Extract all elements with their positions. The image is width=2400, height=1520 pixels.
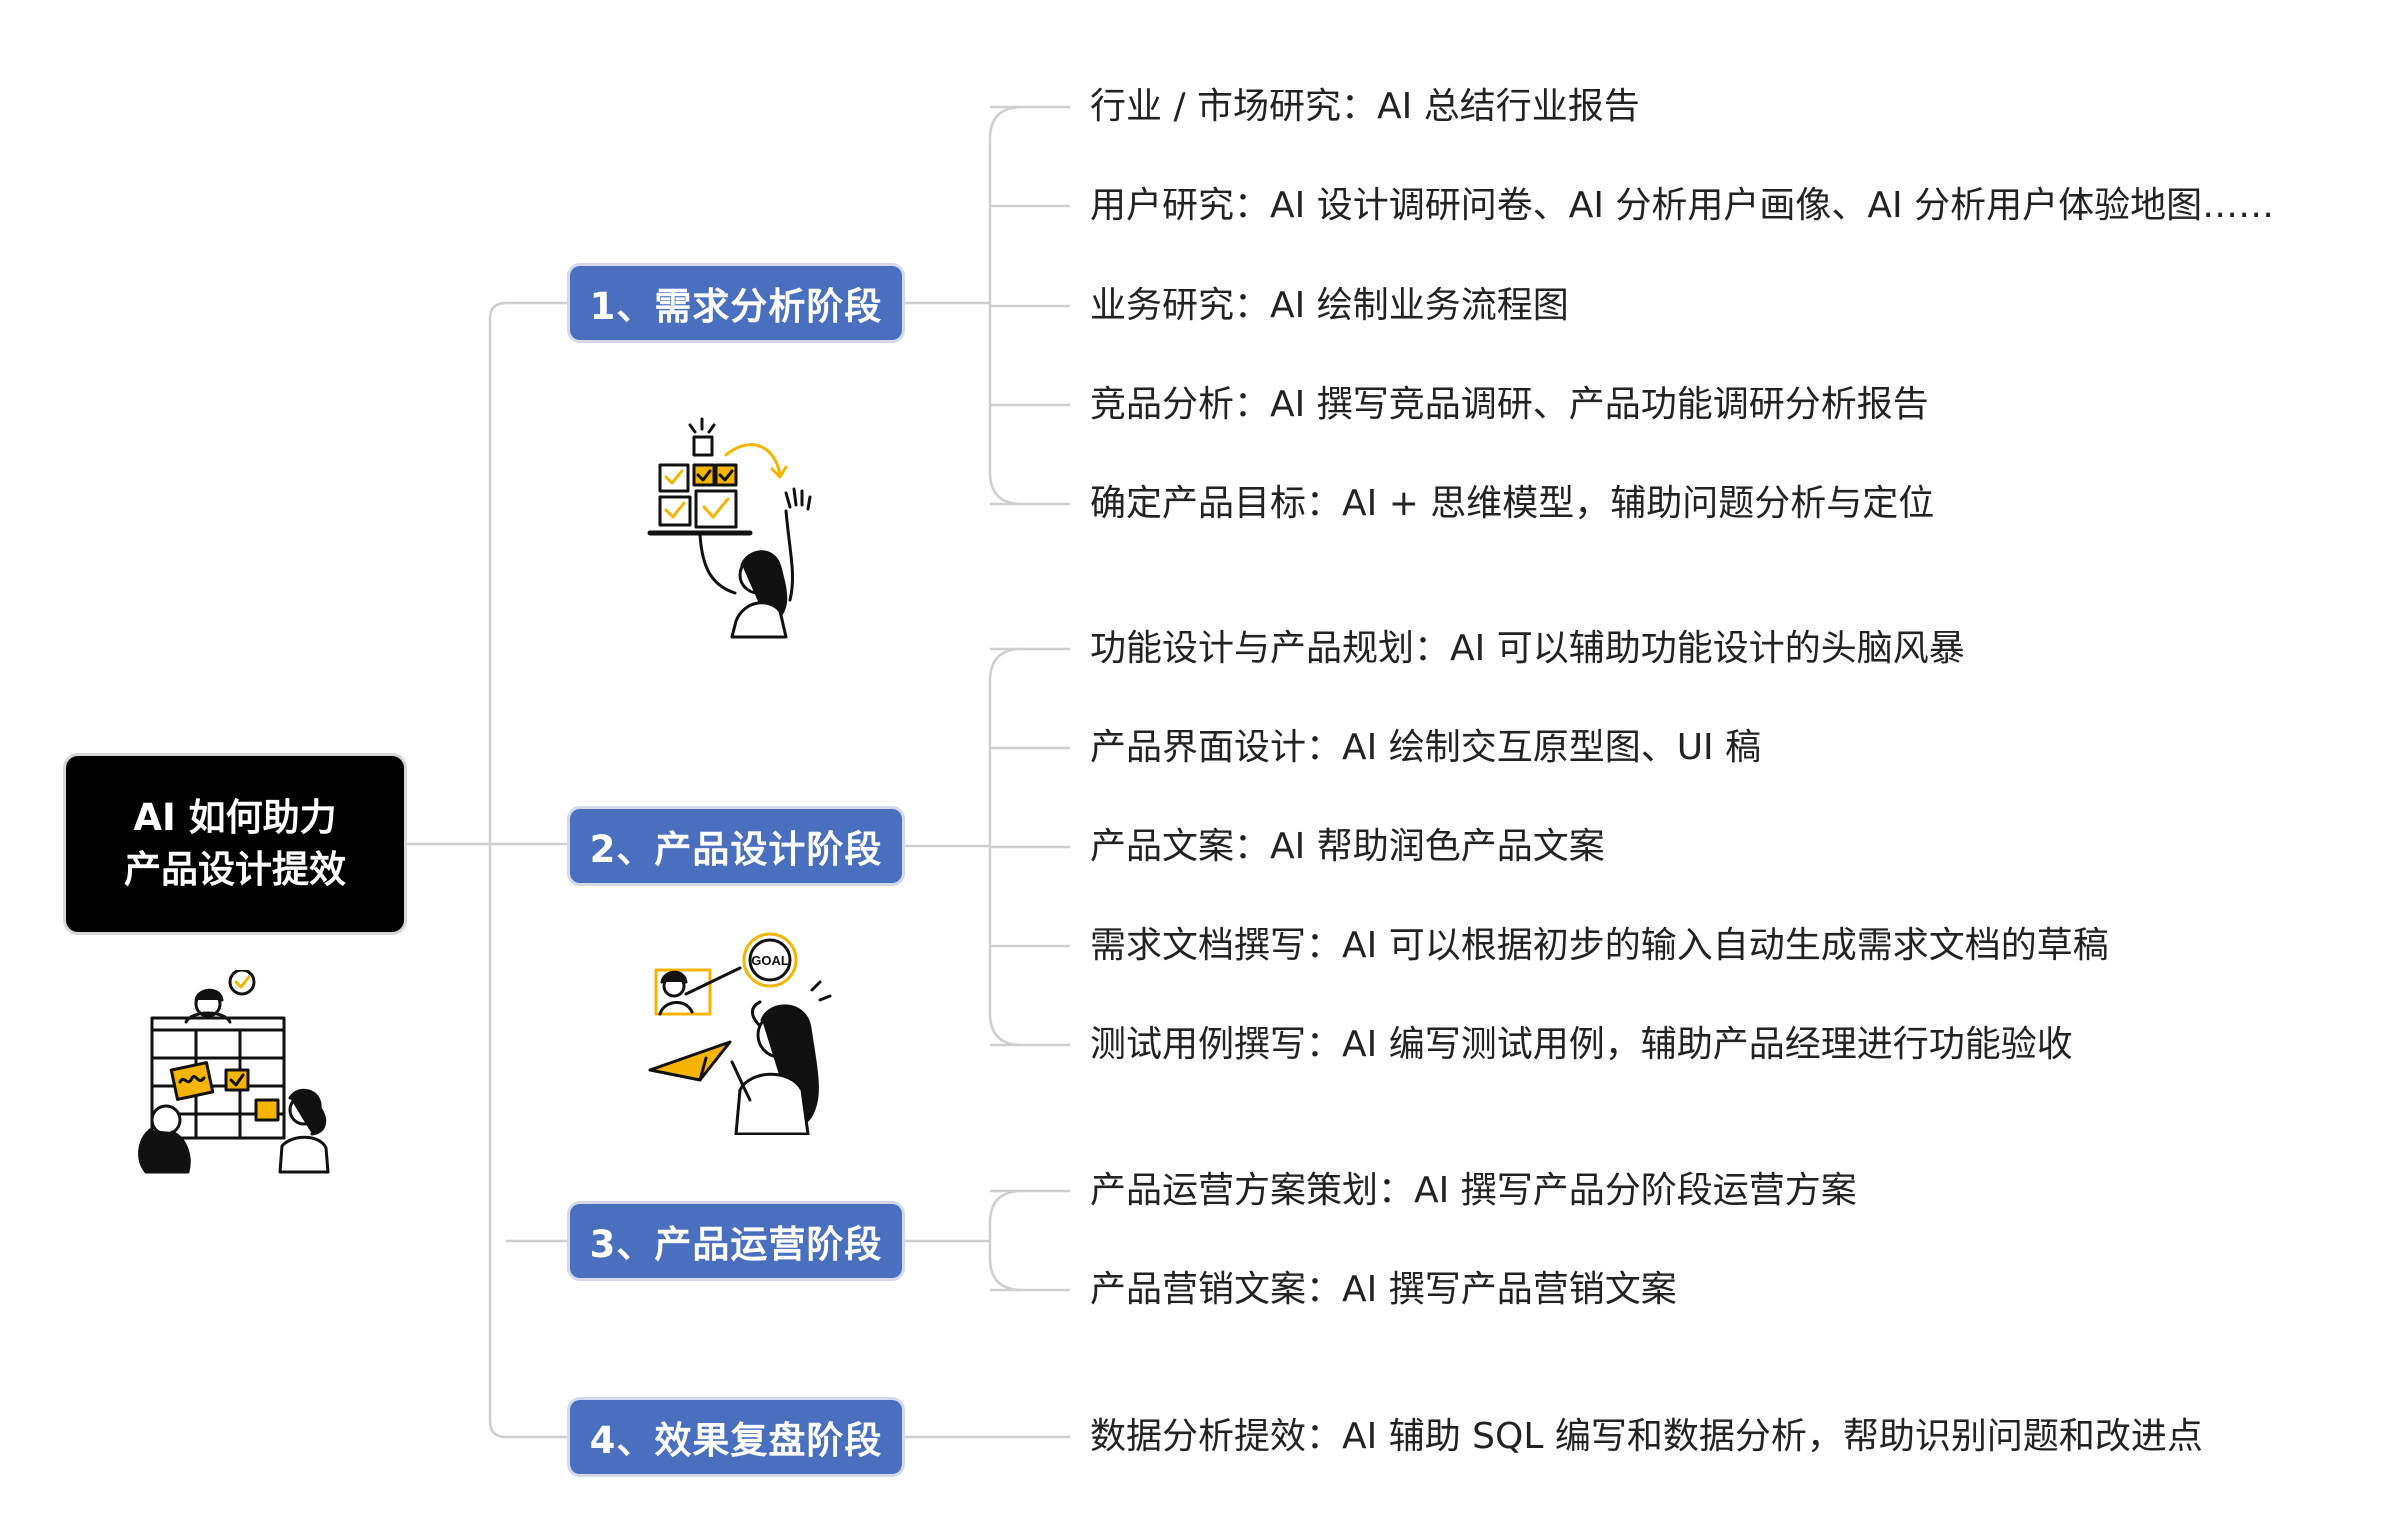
- stage-node-requirement-analysis[interactable]: 1、需求分析阶段: [570, 266, 902, 340]
- leaf-item[interactable]: 产品营销文案：AI 撰写产品营销文案: [1090, 1269, 1677, 1310]
- root-trunk-connector: [488, 301, 507, 1439]
- leaf-item[interactable]: 竞品分析：AI 撰写竞品调研、产品功能调研分析报告: [1090, 384, 1929, 425]
- leaf-item[interactable]: 确定产品目标：AI + 思维模型，辅助问题分析与定位: [1090, 483, 1935, 524]
- root-title-line1: AI 如何助力: [133, 796, 337, 839]
- team-board-illustration: [138, 970, 330, 1174]
- root-title-line2: 产品设计提效: [124, 848, 346, 891]
- checklist-tray-illustration: [647, 417, 812, 639]
- stage-node-product-design[interactable]: 2、产品设计阶段: [570, 809, 902, 883]
- leaf-item[interactable]: 数据分析提效：AI 辅助 SQL 编写和数据分析，帮助识别问题和改进点: [1090, 1416, 2203, 1457]
- leaf-item[interactable]: 业务研究：AI 绘制业务流程图: [1090, 285, 1569, 326]
- leaf-item[interactable]: 需求文档撰写：AI 可以根据初步的输入自动生成需求文档的草稿: [1090, 925, 2109, 966]
- root-node[interactable]: AI 如何助力 产品设计提效: [66, 756, 404, 932]
- leaf-item[interactable]: 产品运营方案策划：AI 撰写产品分阶段运营方案: [1090, 1170, 1857, 1211]
- stage-node-product-operation[interactable]: 3、产品运营阶段: [570, 1204, 902, 1278]
- leaf-trunk-connector: [988, 1189, 1023, 1292]
- leaf-item[interactable]: 产品文案：AI 帮助润色产品文案: [1090, 826, 1605, 867]
- goal-sign-text: GOAL: [751, 953, 789, 968]
- leaf-item[interactable]: 产品界面设计：AI 绘制交互原型图、UI 稿: [1090, 727, 1762, 768]
- leaf-item[interactable]: 行业 / 市场研究：AI 总结行业报告: [1090, 86, 1640, 127]
- leaf-item[interactable]: 用户研究：AI 设计调研问卷、AI 分析用户画像、AI 分析用户体验地图……: [1090, 185, 2275, 226]
- leaf-item[interactable]: 测试用例撰写：AI 编写测试用例，辅助产品经理进行功能验收: [1090, 1024, 2073, 1065]
- leaf-item[interactable]: 功能设计与产品规划：AI 可以辅助功能设计的头脑风暴: [1090, 628, 1965, 669]
- goal-paper-plane-illustration: GOAL: [648, 932, 832, 1135]
- stage-node-review[interactable]: 4、效果复盘阶段: [570, 1400, 902, 1474]
